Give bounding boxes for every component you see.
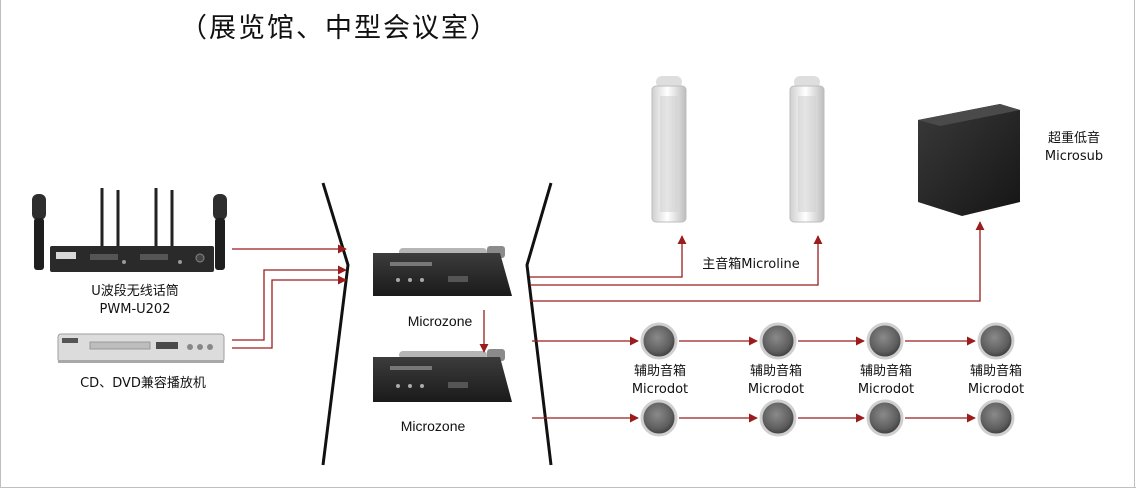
aux-speaker-label-3: 辅助音箱 Microdot	[850, 363, 922, 399]
main-speaker-left	[651, 76, 687, 223]
wireless-mic-label: U波段无线话筒 PWM-U202	[60, 283, 210, 319]
aux-speaker-label-2-line1: 辅助音箱	[749, 364, 802, 379]
subwoofer-label-line1: 超重低音	[1047, 131, 1100, 146]
frame-right-border	[1134, 0, 1135, 488]
dvd-player-label: CD、DVD兼容播放机	[80, 376, 206, 391]
aux-speakers-row-2	[640, 399, 1015, 437]
subwoofer	[918, 104, 1020, 216]
signal-lines	[232, 221, 985, 423]
microzone-processor-2	[373, 349, 512, 402]
aux-speaker-label-1-line2: Microdot	[631, 382, 689, 397]
subwoofer-label-line2: Microsub	[1044, 149, 1104, 164]
aux-speaker-label-3-line1: 辅助音箱	[859, 364, 912, 379]
dvd-player	[57, 333, 225, 363]
left-bracket	[321, 182, 350, 466]
wireless-mic-receiver	[32, 188, 227, 272]
subwoofer-label: 超重低音 Microsub	[1038, 130, 1110, 166]
aux-speaker-label-1-line1: 辅助音箱	[633, 364, 686, 379]
microzone-2-label: Microzone	[400, 418, 466, 434]
wireless-mic-label-line2: PWM-U202	[99, 302, 171, 317]
right-bracket	[525, 182, 553, 466]
aux-speaker-label-3-line2: Microdot	[857, 382, 915, 397]
main-speaker-right	[789, 76, 825, 223]
aux-speaker-label-1: 辅助音箱 Microdot	[624, 363, 696, 399]
microzone-1-label: Microzone	[407, 313, 473, 329]
aux-speaker-label-2-line2: Microdot	[747, 382, 805, 397]
aux-speaker-label-4-line2: Microdot	[967, 382, 1025, 397]
aux-speaker-label-4-line1: 辅助音箱	[969, 364, 1022, 379]
frame-left-border	[0, 0, 1, 488]
wireless-mic-label-line1: U波段无线话筒	[91, 284, 179, 299]
aux-speaker-label-4: 辅助音箱 Microdot	[960, 363, 1032, 399]
aux-speaker-label-2: 辅助音箱 Microdot	[740, 363, 812, 399]
microzone-processor-1	[373, 246, 512, 296]
handheld-mic-left	[32, 194, 46, 270]
handheld-mic-right	[213, 194, 227, 270]
aux-speakers-row-1	[640, 322, 1015, 360]
diagram-title: （展览馆、中型会议室）	[180, 13, 499, 44]
main-speakers-label: 主音箱Microline	[702, 257, 800, 272]
